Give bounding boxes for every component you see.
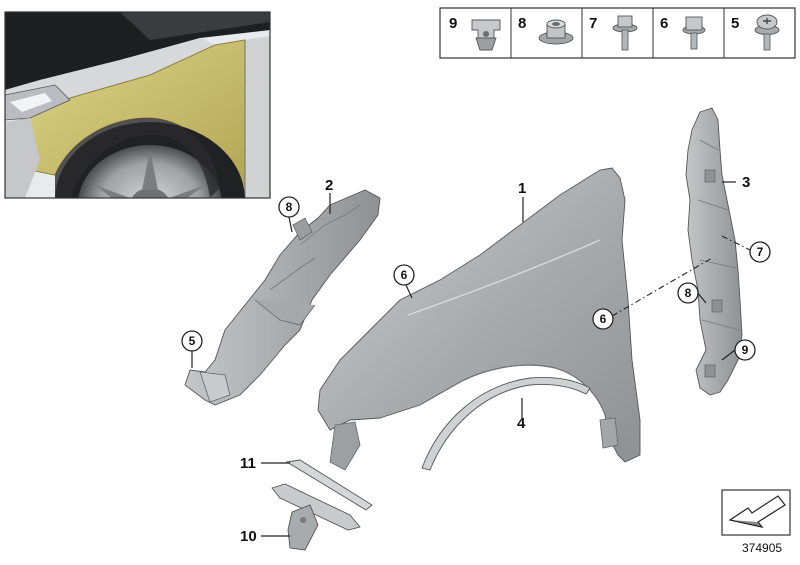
bracket-left-part	[184, 189, 381, 406]
callout-side-panel: 1	[518, 180, 526, 197]
callout-circle-bracket-left-bolt: 5	[181, 330, 203, 352]
callout-circle-bracket-right-clip: 9	[734, 339, 756, 361]
callout-bracket-right: 3	[742, 174, 750, 191]
direction-arrow-icon	[728, 495, 786, 528]
clip-nut-icon	[471, 19, 501, 51]
callout-lower-bracket: 10	[240, 528, 257, 545]
torx-bolt-icon	[754, 14, 780, 51]
callout-circle-text: 9	[742, 343, 749, 357]
callout-circle-text: 8	[286, 200, 293, 214]
lower-bracket-part	[271, 483, 361, 551]
callout-circle-text: 8	[685, 286, 692, 300]
callout-circle-text: 7	[757, 245, 764, 259]
car-inset-illustration	[4, 11, 271, 199]
direction-arrow-box	[721, 489, 791, 536]
callout-circle-text: 6	[600, 312, 607, 326]
callout-lower-trim: 11	[240, 455, 256, 472]
callout-circle-bracket-left-nut: 8	[278, 196, 300, 218]
fastener-number: 9	[449, 15, 457, 32]
bracket-right-part	[685, 107, 743, 396]
callout-circle-panel-bolt-side: 6	[592, 308, 614, 330]
fastener-legend-strip: 9 8 7 6 5	[439, 7, 796, 59]
fastener-number: 5	[731, 15, 739, 32]
diagram-number: 374905	[742, 541, 782, 555]
callout-circle-bracket-right-bolt: 7	[749, 241, 771, 263]
callout-circle-text: 6	[401, 268, 408, 282]
bolt-with-washer-icon	[612, 15, 638, 51]
wheel-arch-trim-part	[421, 377, 591, 471]
side-panel-part	[317, 167, 641, 471]
hex-bolt-icon	[682, 16, 706, 50]
callout-circle-text: 5	[189, 334, 196, 348]
callout-wheel-arch-trim: 4	[517, 415, 526, 432]
callout-circle-bracket-right-nut: 8	[677, 282, 699, 304]
callout-bracket-left: 2	[325, 177, 333, 194]
fastener-number: 6	[660, 15, 668, 32]
callout-circle-panel-bolt-top: 6	[393, 264, 415, 286]
lower-trim-part	[285, 459, 373, 511]
flange-nut-icon	[538, 19, 574, 45]
fastener-number: 7	[589, 15, 597, 32]
fastener-number: 8	[518, 15, 526, 32]
